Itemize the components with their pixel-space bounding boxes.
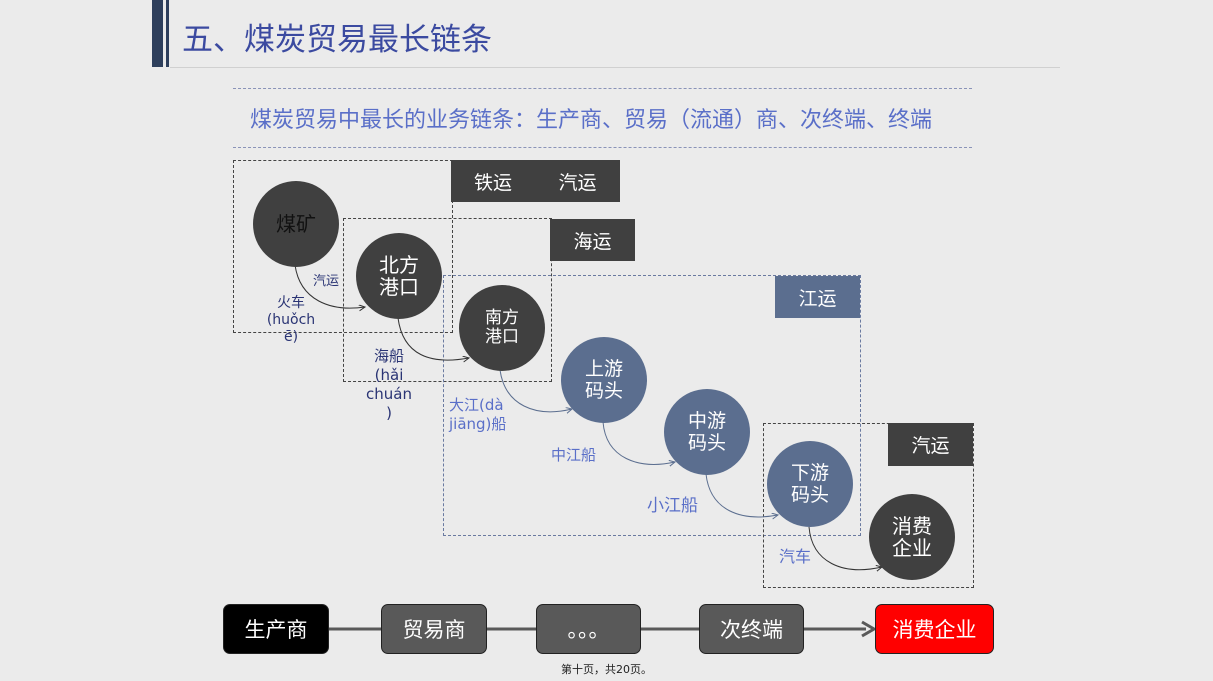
- chain-trader: 贸易商: [381, 604, 487, 654]
- tag-road-bottom: 汽运: [888, 423, 973, 466]
- chain-producer: 生产商: [223, 604, 329, 654]
- label-small-river-ship: 小江船: [647, 496, 698, 516]
- node-upstream-dock: 上游 码头: [561, 337, 647, 423]
- edge-down-consumer: [808, 526, 882, 570]
- node-upstream-dock-label: 上游 码头: [584, 358, 623, 402]
- node-consumer: 消费 企业: [869, 494, 955, 580]
- chain-ellipsis: 。。。: [536, 604, 641, 654]
- edge-south-up: [499, 369, 572, 412]
- region-road: [763, 423, 974, 588]
- chain-arrowhead: [861, 620, 877, 638]
- label-sea-ship: 海船 (hǎi chuán ): [366, 347, 412, 422]
- page-footer: 第十页，共20页。: [561, 663, 652, 676]
- edge-up-mid: [602, 421, 675, 464]
- node-north-port-label: 北方 港口: [379, 253, 419, 299]
- node-south-port: 南方 港口: [459, 285, 545, 371]
- node-downstream-dock-label: 下游 码头: [790, 462, 829, 506]
- node-midstream-dock-label: 中游 码头: [687, 410, 726, 454]
- region-river: [443, 275, 861, 536]
- subtitle-divider-top: [233, 88, 972, 89]
- tag-sea: 海运: [550, 219, 635, 261]
- node-north-port: 北方 港口: [356, 233, 442, 319]
- node-mine: 煤矿: [253, 181, 339, 267]
- title-accent-bar-thin: [166, 0, 169, 67]
- edge-north-south: [397, 317, 469, 360]
- chain-sub-terminal: 次终端: [699, 604, 804, 654]
- subtitle-divider-bottom: [233, 147, 972, 148]
- node-mine-label: 煤矿: [276, 212, 316, 236]
- subtitle: 煤炭贸易中最长的业务链条：生产商、贸易（流通）商、次终端、终端: [250, 108, 933, 133]
- label-truck: 汽运: [313, 274, 340, 289]
- label-train: 火车 (huǒch ē): [266, 295, 316, 345]
- label-car: 汽车: [779, 547, 812, 566]
- region-sea: [343, 218, 552, 382]
- label-big-river-ship: 大江(dà jiāng)船: [449, 396, 507, 433]
- edge-mine-north: [294, 264, 365, 308]
- label-mid-river-ship: 中江船: [551, 446, 597, 464]
- node-downstream-dock: 下游 码头: [767, 441, 853, 527]
- edge-mid-down: [705, 473, 778, 517]
- tag-river: 江运: [775, 276, 860, 318]
- node-consumer-label: 消费 企业: [892, 514, 932, 560]
- tag-road-top: 汽运: [535, 160, 620, 202]
- title-divider: [170, 67, 1060, 68]
- tag-rail: 铁运: [451, 160, 535, 202]
- title-accent-bar: [152, 0, 163, 67]
- node-midstream-dock: 中游 码头: [664, 389, 750, 475]
- chain-consumer: 消费企业: [875, 604, 994, 654]
- node-south-port-label: 南方 港口: [485, 308, 519, 347]
- page-title: 五、煤炭贸易最长链条: [182, 22, 492, 58]
